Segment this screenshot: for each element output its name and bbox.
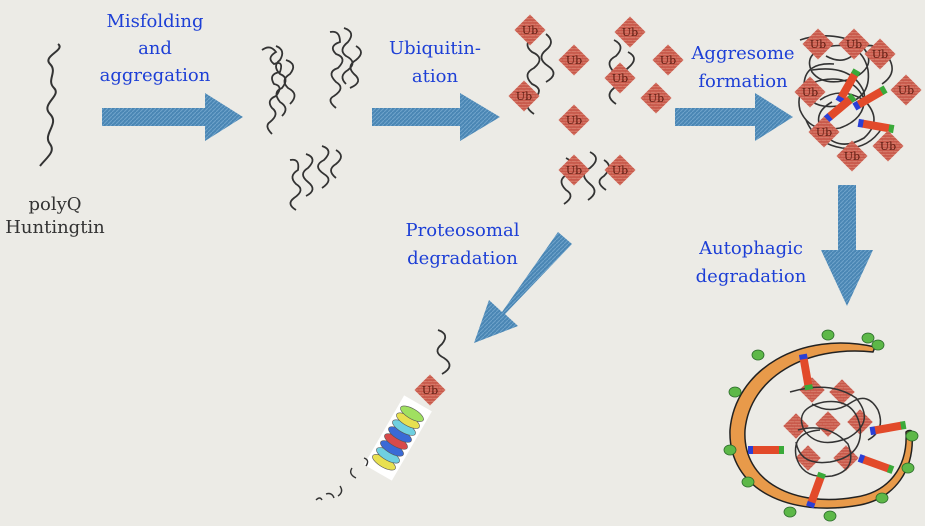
misfolded-aggregates [261, 27, 362, 211]
ub-tag: Ub [558, 44, 590, 76]
vesicle-dot [861, 332, 875, 344]
ub-tag: Ub [890, 74, 922, 106]
ub-tag [799, 377, 825, 403]
autophagic-label-line2: degradation [695, 266, 807, 287]
ub-tag: Ub [640, 82, 672, 114]
vesicle-dot [875, 492, 889, 504]
svg-text:Ub: Ub [844, 150, 860, 163]
svg-text:Ub: Ub [880, 140, 896, 153]
svg-text:Ub: Ub [566, 164, 582, 177]
ub-tag: Ub [414, 374, 446, 406]
ub-tag [783, 413, 809, 439]
svg-text:Ub: Ub [516, 90, 532, 103]
vesicle-rod [857, 454, 895, 474]
ub-tag: Ub [604, 154, 636, 186]
ub-tag: Ub [604, 62, 636, 94]
misfolding-label-line3: aggregation [99, 65, 211, 86]
vesicle-dot [783, 506, 797, 518]
misfolding-label-line1: Misfolding [106, 11, 204, 32]
svg-text:Ub: Ub [872, 48, 888, 61]
svg-text:Ub: Ub [898, 84, 914, 97]
aggresome-label-line1: Aggresome [691, 43, 795, 64]
aggresome-rods [823, 68, 895, 134]
misfolding-label-line2: and [138, 38, 172, 59]
arrow-aggresome [675, 93, 793, 141]
vesicle-dot [905, 430, 919, 442]
polyq-strand [39, 43, 61, 167]
vesicle-dot [821, 329, 835, 341]
autophagic-label-line1: Autophagic [699, 238, 803, 259]
svg-text:Ub: Ub [648, 92, 664, 105]
arrow-misfolding [102, 93, 243, 141]
svg-text:Ub: Ub [660, 54, 676, 67]
svg-text:Ub: Ub [612, 164, 628, 177]
vesicle-dot [723, 444, 737, 456]
vesicle-rod [748, 446, 784, 454]
proteasomal-label: Proteosomal degradation [395, 219, 530, 270]
polyq-label-line2: Huntingtin [5, 217, 105, 238]
proteasome [315, 329, 451, 501]
polyq-label-line1: polyQ [28, 194, 82, 215]
ub-tag: Ub [558, 154, 590, 186]
vesicle-dot [901, 462, 915, 474]
svg-text:Ub: Ub [846, 38, 862, 51]
ub-tag [847, 409, 873, 435]
vesicle-dot [751, 349, 765, 361]
ub-tag: Ub [514, 14, 546, 46]
svg-text:Ub: Ub [612, 72, 628, 85]
ub-tag: Ub [802, 28, 834, 60]
svg-text:Ub: Ub [810, 38, 826, 51]
proteasomal-label-line1: Proteosomal [405, 220, 520, 241]
ub-tag [829, 379, 855, 405]
autophagosome [723, 329, 919, 522]
ub-tag [795, 445, 821, 471]
svg-text:Ub: Ub [422, 384, 438, 397]
ub-tag: Ub [558, 104, 590, 136]
vesicle-rod [869, 420, 907, 436]
svg-text:Ub: Ub [522, 24, 538, 37]
svg-text:Ub: Ub [566, 54, 582, 67]
vesicle-rod [798, 353, 814, 391]
polyq-label: polyQ Huntingtin [0, 193, 110, 239]
ub-tag: Ub [652, 44, 684, 76]
svg-text:Ub: Ub [622, 26, 638, 39]
arrow-ubiquitination [372, 93, 500, 141]
svg-text:Ub: Ub [816, 126, 832, 139]
vesicle-rod [806, 471, 826, 509]
ubiquitination-label-line1: Ubiquitin- [389, 38, 481, 59]
ub-tag [815, 411, 841, 437]
ub-tag: Ub [838, 28, 870, 60]
aggresome-label: Aggresome formation [683, 42, 803, 93]
autophagic-label: Autophagic degradation [686, 237, 816, 288]
svg-text:Ub: Ub [802, 86, 818, 99]
proteasome-ring [400, 405, 424, 422]
vesicle-dot [728, 386, 742, 398]
ubiquitination-label: Ubiquitin- ation [380, 37, 490, 88]
aggresome-label-line2: formation [698, 71, 788, 92]
arrow-proteasomal [474, 232, 572, 343]
vesicle-dot [871, 339, 885, 351]
vesicle-dot [823, 510, 837, 522]
vesicle-dot [741, 476, 755, 488]
ubiquitination-label-line2: ation [411, 66, 459, 87]
arrow-autophagic [821, 185, 873, 306]
proteasomal-label-line2: degradation [407, 248, 518, 269]
misfolding-label: Misfolding and aggregation [90, 10, 220, 87]
svg-text:Ub: Ub [566, 114, 582, 127]
